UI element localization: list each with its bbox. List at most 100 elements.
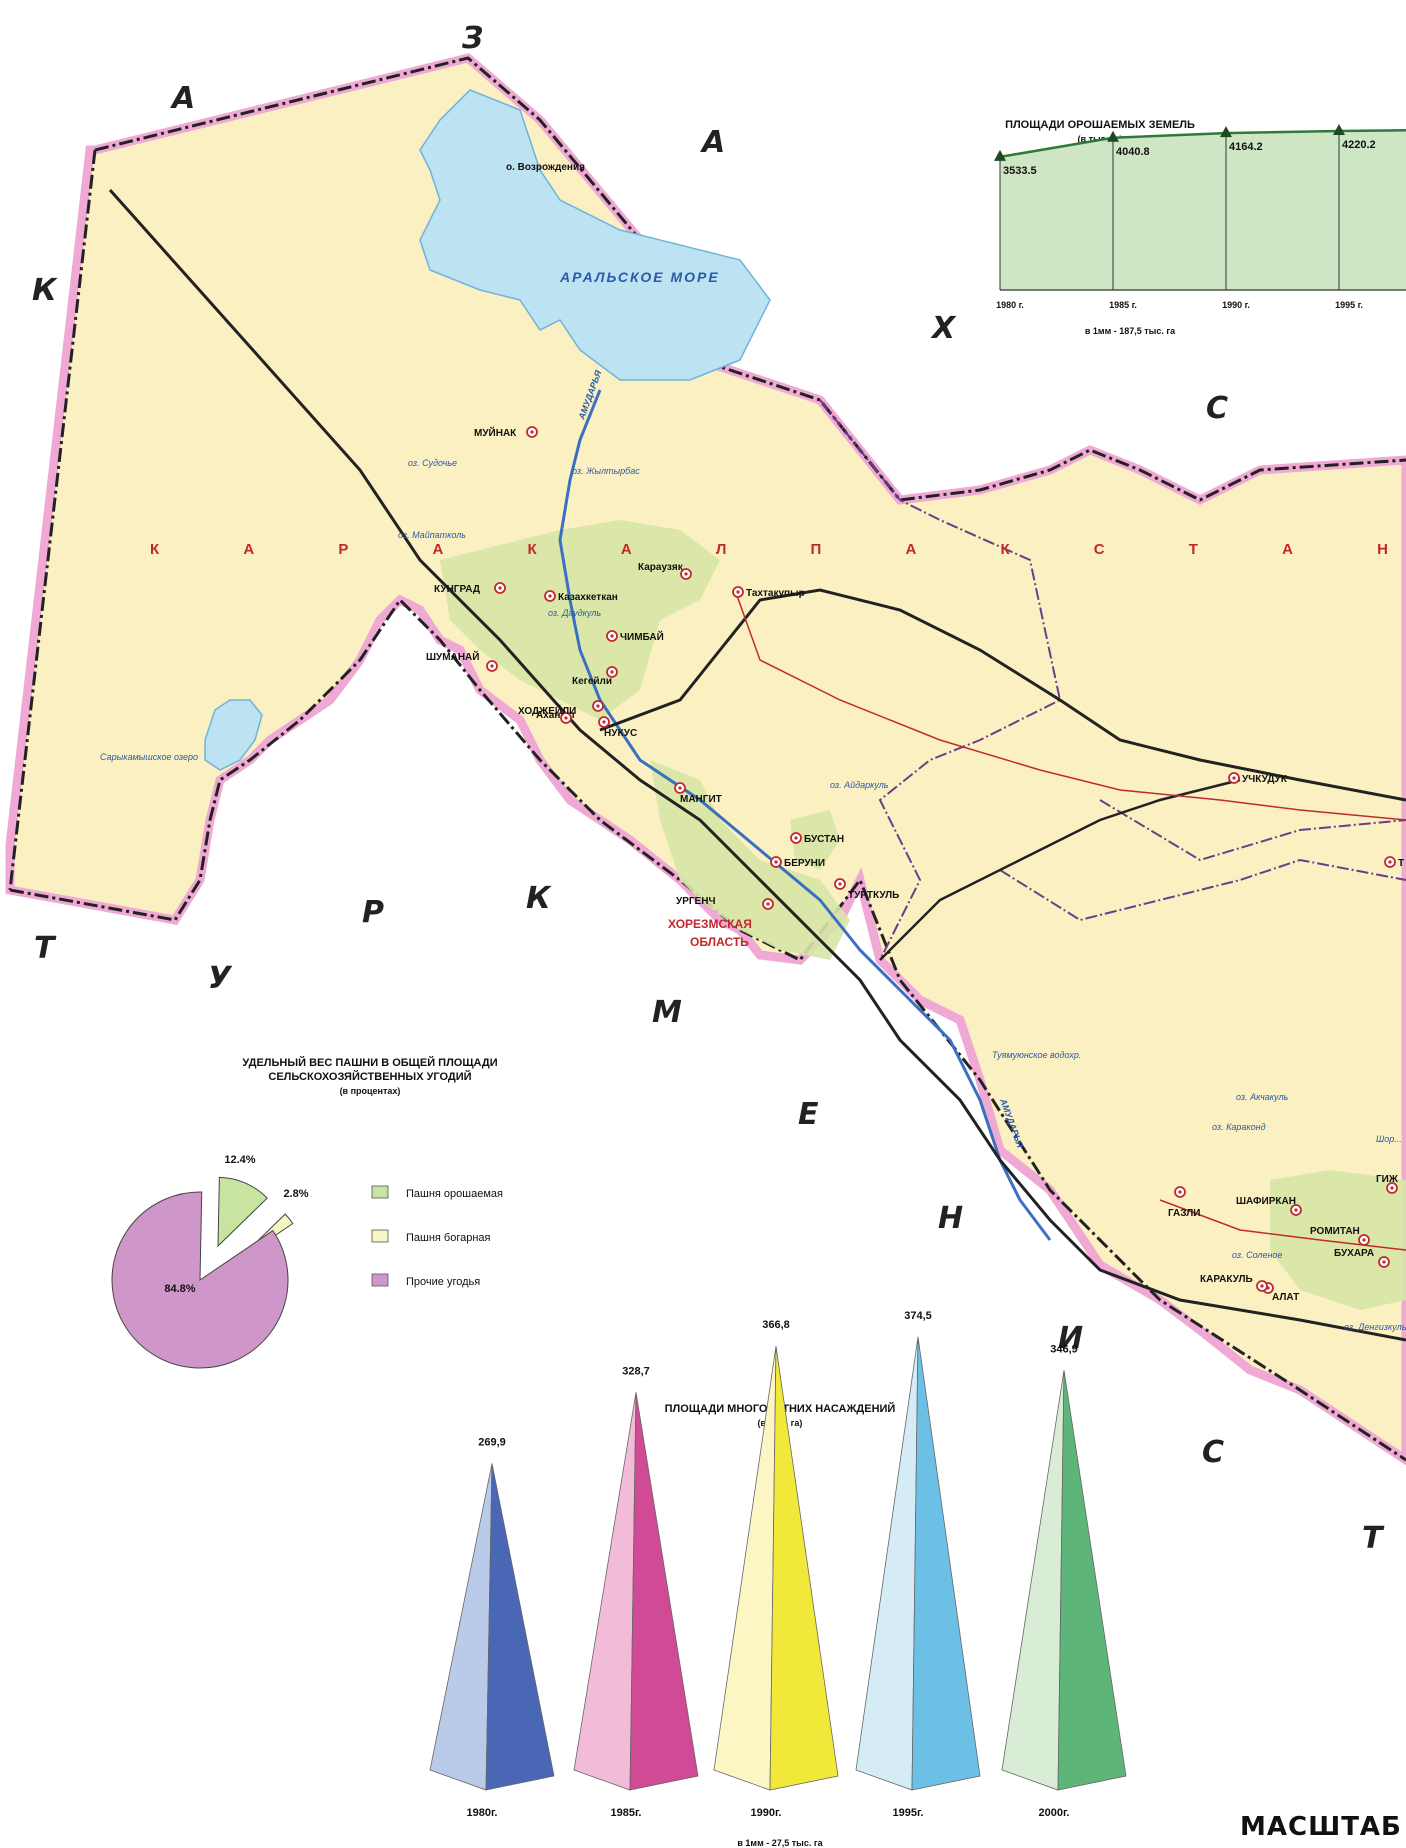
irrigated-zone-bukhara [1270, 1170, 1406, 1310]
sea-letter: Х [930, 311, 957, 346]
pie-slice-label: 84.8% [164, 1283, 195, 1295]
irrigated-tick-label: 1995 г. [1335, 300, 1363, 310]
pyramid-category-label: 1990г. [750, 1807, 781, 1819]
pyramid-face-light [1001, 1370, 1065, 1791]
city-dot-center [610, 634, 614, 638]
city-marker: Казахкеткан [544, 590, 618, 603]
city-label: УЧКУДУК [1242, 774, 1288, 785]
city-marker: ТУРТКУЛЬ [834, 878, 899, 901]
lake-label: оз. Акчакуль [1236, 1092, 1289, 1102]
pyramid-face-light [573, 1392, 637, 1791]
pie-slice [111, 1191, 289, 1369]
irrigated-zone-khorezm [650, 760, 850, 960]
railway-line [108, 189, 1406, 1342]
legend-swatch-rainfed [371, 1229, 389, 1243]
sea-letter: У [208, 961, 233, 996]
aral-sea-label: АРАЛЬСКОЕ МОРЕ [559, 269, 720, 285]
irrigated-area-fill [1000, 130, 1406, 290]
city-label: КАРАКУЛЬ [1200, 1274, 1253, 1285]
pie-chart: УДЕЛЬНЫЙ ВЕС ПАШНИ В ОБЩЕЙ ПЛОЩАДИ СЕЛЬС… [111, 1056, 503, 1369]
city-dot-center [684, 572, 688, 576]
city-marker: ШУМАНАЙ [426, 650, 498, 672]
city-label: НУКУС [604, 728, 637, 739]
city-marker: УРГЕНЧ [676, 896, 774, 910]
city-marker: РОМИТАН [1310, 1226, 1370, 1246]
sea-letter: Е [798, 1097, 819, 1132]
lake-label: оз. Денгизкуль [1344, 1322, 1406, 1332]
irrigated-point [1220, 126, 1232, 138]
railway-line-3 [879, 778, 1241, 961]
sea-letter: З [461, 21, 483, 56]
pie-slice [217, 1176, 268, 1248]
irrigated-value-label: 4040.8 [1116, 146, 1150, 158]
pyramid-value-label: 269,9 [478, 1436, 506, 1448]
city-label: Кегейли [572, 676, 612, 687]
oblast-label-line2: ОБЛАСТЬ [690, 935, 749, 949]
city-label: РОМИТАН [1310, 1226, 1360, 1237]
legend-label-irrigated: Пашня орошаемая [406, 1188, 503, 1200]
irrigated-point [1107, 130, 1119, 142]
pyramid-value-label: 328,7 [622, 1365, 650, 1377]
city-dot-center [530, 430, 534, 434]
city-marker: БУСТАН [790, 832, 844, 845]
lake-label: оз. Соленое [1232, 1250, 1282, 1260]
internal-boundary-2 [999, 858, 1406, 922]
city-marker: КУНГРАД [434, 582, 506, 595]
city-label: БУХАРА [1334, 1248, 1374, 1259]
pyramid-category-label: 2000г. [1038, 1807, 1069, 1819]
city-label: ШУМАНАЙ [426, 650, 479, 663]
city-marker: ГАЗЛИ [1168, 1186, 1200, 1219]
city-label: ГИЖ [1376, 1174, 1399, 1185]
city-dot-center [1382, 1260, 1386, 1264]
city-marker: БЕРУНИ [770, 856, 825, 869]
city-marker: ЧИМБАЙ [606, 630, 664, 643]
city-marker: Ахангит [536, 700, 604, 721]
aral-sea [419, 89, 771, 381]
city-dot-center [1362, 1238, 1366, 1242]
sea-letter: А [700, 125, 725, 160]
pyramid-face-dark [1057, 1370, 1127, 1791]
sea-letter: М [652, 995, 682, 1030]
irrigated-tick-label: 1985 г. [1109, 300, 1137, 310]
city-marker: Караузяк [638, 562, 692, 580]
city-dot-center [1294, 1208, 1298, 1212]
city-dot-center [1178, 1190, 1182, 1194]
lake-label: Шор... [1376, 1134, 1402, 1144]
lake-label: оз. Караконд [1212, 1122, 1266, 1132]
city-dot-center [602, 720, 606, 724]
irrigated-point [994, 149, 1006, 161]
border-line-west [8, 149, 1406, 1462]
sea-letter: А [170, 81, 195, 116]
irrigated-zone-karakalpak [440, 520, 720, 720]
city-dot-center [1260, 1284, 1264, 1288]
sarykamysh-lake [204, 699, 263, 771]
city-label: КУНГРАД [434, 584, 480, 595]
pie-chart-subtitle: (в процентах) [340, 1086, 401, 1096]
city-dot-center [564, 716, 568, 720]
legend-label-rainfed: Пашня богарная [406, 1232, 491, 1244]
city-marker: НУКУС [598, 716, 637, 739]
city-label: МУЙНАК [474, 426, 517, 439]
irrigated-tick-label: 1990 г. [1222, 300, 1250, 310]
city-label: ЧИМБАЙ [620, 630, 664, 643]
pyramid-value-label: 366,8 [762, 1319, 790, 1331]
pyramid-chart: ПЛОЩАДИ МНОГОЛЕТНИХ НАСАЖДЕНИЙ (в тыс. г… [429, 1310, 1127, 1848]
irrigated-value-label: 4164.2 [1229, 141, 1263, 153]
city-label: Ахангит [536, 710, 576, 721]
city-marker: АЛАТ [1256, 1280, 1299, 1303]
sea-letter: К [32, 273, 58, 308]
internal-boundary-3 [1099, 799, 1406, 862]
city-label: Тахтакупыр [746, 588, 805, 599]
pyramid-category-label: 1985г. [610, 1807, 641, 1819]
city-label: ШАФИРКАН [1236, 1196, 1296, 1207]
city-label: ГАЗЛИ [1168, 1208, 1200, 1219]
irrigated-chart-title: ПЛОЩАДИ ОРОШАЕМЫХ ЗЕМЕЛЬ [1005, 119, 1195, 131]
pyramid-category-label: 1995г. [892, 1807, 923, 1819]
irrigated-zone-beruni [790, 810, 840, 870]
sea-letter: Р [362, 895, 384, 930]
lake-label: Туямуюнское водохр. [992, 1050, 1081, 1060]
city-dot-center [794, 836, 798, 840]
city-marker: Тахтакупыр [732, 586, 805, 599]
legend-swatch-other [371, 1273, 389, 1287]
